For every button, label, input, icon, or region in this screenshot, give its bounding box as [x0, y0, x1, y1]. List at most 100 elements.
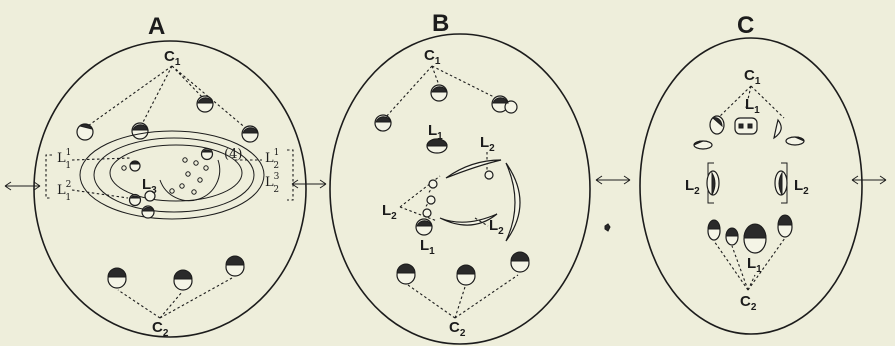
- panel-c-chromosome: [775, 171, 787, 195]
- panel-c-chromosome: [694, 141, 712, 149]
- panel-a-l3-label: L: [142, 176, 151, 193]
- panel-c-c2-sub: 2: [751, 302, 757, 313]
- svg-text:L2: L2: [685, 177, 700, 197]
- svg-text:L2: L2: [382, 202, 397, 222]
- panel-c-c1-sub: 1: [755, 76, 761, 87]
- panel-b-chromosome: [375, 115, 391, 131]
- panel-a-chromosome: [77, 124, 93, 140]
- panel-c-chromosome-curved: [774, 120, 781, 138]
- panel-a-right-arrow-icon: [292, 180, 326, 188]
- panel-c-c2-label: C: [740, 293, 751, 310]
- panel-a-l1b-sup: 2: [66, 180, 72, 190]
- panel-b-l2-bottom-sub: 2: [498, 226, 504, 237]
- panel-c-chromosome: [744, 224, 766, 253]
- svg-text:L2: L2: [794, 177, 809, 197]
- panel-c-l1-top-sub: 1: [754, 105, 760, 116]
- panel-a-chromosome: [130, 195, 141, 206]
- svg-text:C2: C2: [449, 319, 466, 339]
- panel-c: C C1 L1 L2 L2 L1 C2: [640, 12, 886, 334]
- panel-b-chromosome: [429, 180, 437, 188]
- panel-a-l2b-sup: 3: [274, 172, 280, 182]
- panel-a-chromosome: [202, 149, 213, 160]
- svg-text:L2: L2: [489, 217, 504, 237]
- panel-a-chromosome: [197, 96, 213, 112]
- panel-c-letter: C: [737, 12, 754, 39]
- panel-c-chromosome: [786, 137, 804, 145]
- panel-a-number-4: (4): [224, 147, 242, 162]
- panel-a-chromosome: [130, 161, 140, 171]
- panel-b-letter: B: [432, 10, 449, 37]
- panel-b-c2-sub: 2: [460, 328, 466, 339]
- panel-b-chromosome: [457, 265, 475, 285]
- panel-a-l1b-sub: 1: [65, 193, 71, 203]
- panel-b-l2-top-sub: 2: [489, 143, 495, 154]
- panel-a-c1-label: C: [164, 48, 175, 65]
- panel-b-l2-top-label: L: [480, 134, 489, 151]
- panel-a-l3-sub: 3: [151, 185, 157, 196]
- panel-a-l2b-sub: 2: [273, 185, 279, 195]
- panel-b-chromosome: [397, 264, 415, 284]
- panel-b-chromosome: [511, 252, 529, 272]
- panel-c-c1-label: C: [744, 67, 755, 84]
- panel-b-c2-label: C: [449, 319, 460, 336]
- panel-a-chromosome: [226, 256, 244, 276]
- panel-c-right-arrow-icon: [852, 176, 886, 184]
- panel-a-outer-membrane: [80, 131, 264, 219]
- panel-b-chromosome: [492, 96, 517, 113]
- panel-a-c1-sub: 1: [175, 57, 181, 68]
- panel-a-c2-label: C: [152, 319, 163, 336]
- panel-b-chromosome: [427, 139, 447, 153]
- panel-b-chromosome: [485, 171, 493, 179]
- panel-a-chromosome: [108, 268, 126, 288]
- panel-b-ink-speck: [605, 224, 610, 231]
- panel-a-chromosome: [142, 206, 154, 218]
- svg-text:L21: L21: [57, 180, 71, 203]
- panel-a-l2a-sub: 2: [273, 161, 279, 171]
- panel-b-right-arrow-icon: [596, 176, 630, 184]
- panel-a-chromosome: [242, 126, 258, 142]
- panel-a-l2a-sup: 1: [274, 148, 280, 158]
- panel-c-chromosome: [707, 171, 719, 195]
- panel-b-spindle-right: [506, 163, 520, 241]
- panel-c-l2-right-label: L: [794, 177, 803, 194]
- svg-text:L1: L1: [745, 96, 760, 116]
- panel-c-l2-right-sub: 2: [803, 186, 809, 197]
- svg-text:L11: L11: [57, 148, 71, 171]
- panel-b-l1-bottom-sub: 1: [429, 246, 435, 257]
- panel-c-l2-left-label: L: [685, 177, 694, 194]
- panel-c-chromosome: [708, 220, 720, 240]
- panel-c-l1-top-label: L: [745, 96, 754, 113]
- panel-a-chromosome: [132, 123, 148, 139]
- svg-text:L2: L2: [480, 134, 495, 154]
- svg-text:L1: L1: [747, 255, 762, 275]
- panel-b-c1-label: C: [424, 47, 435, 64]
- panel-a-spiral: [160, 160, 220, 201]
- svg-text:C1: C1: [744, 67, 761, 87]
- panel-b-l1-top-label: L: [428, 122, 437, 139]
- panel-b-chromosome: [427, 196, 435, 204]
- panel-c-l2-left-sub: 2: [694, 186, 700, 197]
- svg-text:L32: L32: [265, 172, 280, 195]
- panel-b: B C1 L1 L2 L2 L2 L1 C2: [330, 10, 630, 344]
- svg-text:C2: C2: [740, 293, 757, 313]
- panel-a-chromosome: [174, 270, 192, 290]
- panel-b-l2-left-label: L: [382, 202, 391, 219]
- panel-c-l1-bottom-label: L: [747, 255, 756, 272]
- svg-text:C1: C1: [164, 48, 181, 68]
- panel-a-c2-sub: 2: [163, 328, 169, 339]
- svg-text:L1: L1: [420, 237, 435, 257]
- panel-c-chromosome: [710, 116, 724, 134]
- panel-c-chromosome: [735, 118, 757, 134]
- panel-b-c1-sub: 1: [435, 56, 441, 67]
- panel-b-chromosome: [416, 219, 432, 235]
- panel-c-chromosome: [726, 228, 738, 245]
- panel-c-l1-bottom-sub: 1: [756, 264, 762, 275]
- panel-a-c1-fibers: [85, 66, 248, 130]
- panel-c-chromosome: [778, 215, 792, 237]
- panel-a-letter: A: [148, 13, 165, 40]
- svg-text:L12: L12: [265, 148, 279, 171]
- panel-a-l1a-sup: 1: [66, 148, 72, 158]
